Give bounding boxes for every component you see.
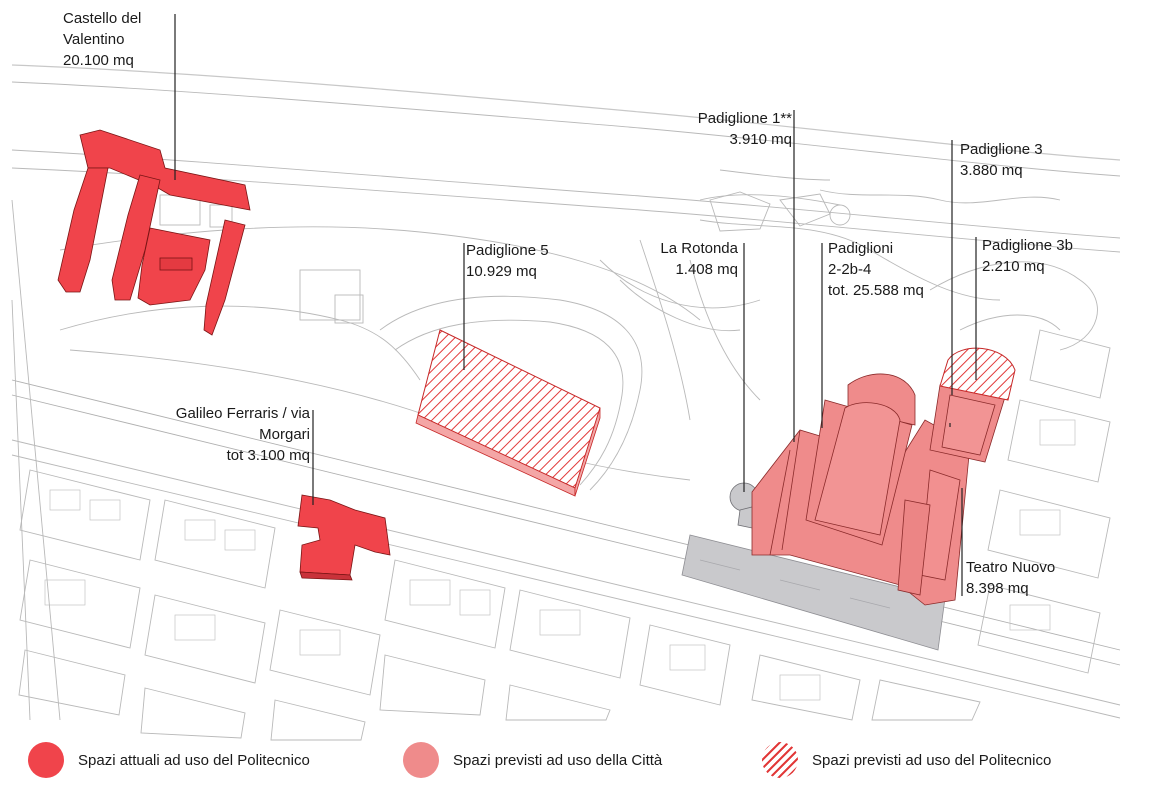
label-teatro-line2: 8.398 mq	[966, 580, 1029, 597]
label-castello-line1: Castello del	[63, 10, 142, 27]
label-padiglione-3: Padiglione 3 3.880 mq	[960, 139, 1043, 181]
castello-del-valentino-building	[57, 129, 251, 336]
grey-area	[681, 534, 946, 651]
label-galileo-ferraris: Galileo Ferraris / via Morgari tot 3.100…	[176, 403, 310, 466]
label-padiglione-3-line1: Padiglione 3	[960, 141, 1043, 158]
padiglione-5-building	[415, 329, 601, 497]
label-padiglione-1-line2: 3.910 mq	[729, 131, 792, 148]
label-padiglione-3b-line1: Padiglione 3b	[982, 237, 1073, 254]
legend-swatch-current-use	[28, 742, 64, 778]
padiglioni-complex	[751, 373, 971, 606]
label-padiglioni-line3: tot. 25.588 mq	[828, 282, 924, 299]
label-padiglioni-line1: Padiglioni	[828, 240, 894, 257]
legend-label-city-use: Spazi previsti ad uso della Città	[453, 751, 663, 769]
label-castello-line3: 20.100 mq	[63, 52, 134, 69]
label-la-rotonda: La Rotonda 1.408 mq	[660, 238, 738, 280]
legend-item-city-use: Spazi previsti ad uso della Città	[403, 742, 662, 778]
legend-swatch-planned-politecnico	[762, 742, 798, 778]
label-padiglioni-line2: 2-2b-4	[828, 261, 872, 278]
legend-label-planned-politecnico: Spazi previsti ad uso del Politecnico	[812, 751, 1052, 769]
label-rotonda-line1: La Rotonda	[660, 240, 738, 257]
label-padiglione-3-line2: 3.880 mq	[960, 162, 1023, 179]
label-teatro-line1: Teatro Nuovo	[966, 559, 1056, 576]
label-galileo-line2: Morgari	[259, 426, 310, 443]
padiglione-3b-building	[939, 347, 1016, 401]
label-rotonda-line2: 1.408 mq	[675, 261, 738, 278]
label-galileo-line3: tot 3.100 mq	[226, 447, 310, 464]
label-galileo-line1: Galileo Ferraris / via	[175, 405, 310, 422]
padiglione-3-building	[929, 384, 1006, 463]
label-padiglione-1-line1: Padiglione 1**	[697, 110, 792, 127]
label-padiglioni: Padiglioni 2-2b-4 tot. 25.588 mq	[828, 238, 924, 301]
label-padiglione-5-line1: Padiglione 5	[466, 242, 549, 259]
label-teatro-nuovo: Teatro Nuovo 8.398 mq	[966, 557, 1055, 599]
legend-item-current-use: Spazi attuali ad uso del Politecnico	[28, 742, 310, 778]
legend-swatch-city-use	[403, 742, 439, 778]
leader-lines	[174, 14, 977, 596]
label-padiglione-1: Padiglione 1** 3.910 mq	[698, 108, 792, 150]
galileo-ferraris-building	[297, 494, 391, 581]
label-padiglione-3b-line2: 2.210 mq	[982, 258, 1045, 275]
basemap	[11, 64, 1121, 741]
label-castello-line2: Valentino	[63, 31, 125, 48]
legend-label-current-use: Spazi attuali ad uso del Politecnico	[78, 751, 310, 769]
legend-item-planned-politecnico: Spazi previsti ad uso del Politecnico	[762, 742, 1051, 778]
label-castello: Castello del Valentino 20.100 mq	[63, 8, 141, 71]
label-padiglione-5: Padiglione 5 10.929 mq	[466, 240, 549, 282]
label-padiglione-3b: Padiglione 3b 2.210 mq	[982, 235, 1073, 277]
label-padiglione-5-line2: 10.929 mq	[466, 263, 537, 280]
